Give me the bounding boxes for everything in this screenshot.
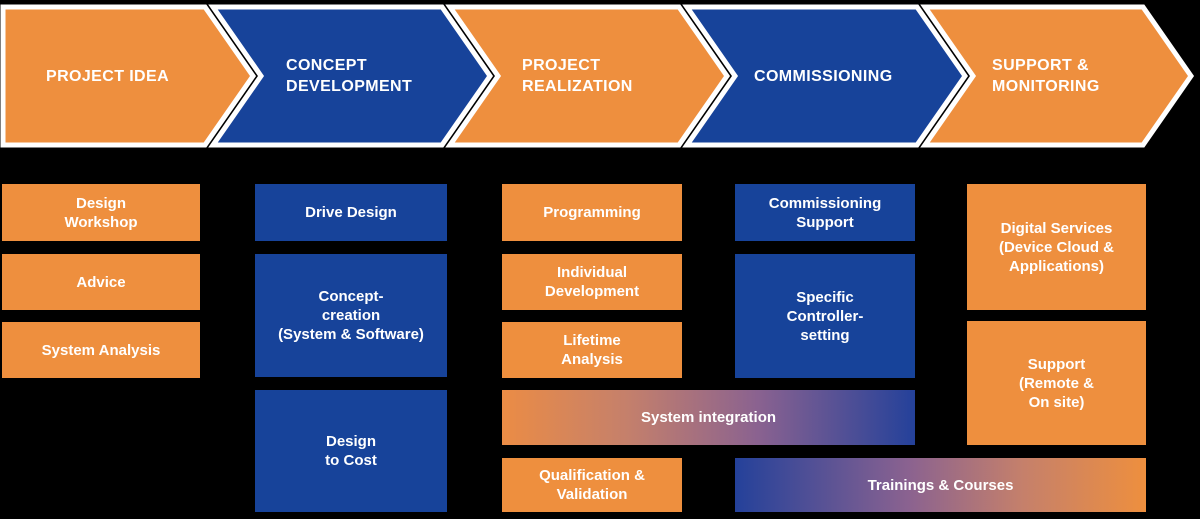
box-drive-design-label: Drive Design	[305, 204, 397, 221]
box-design-workshop: Design Workshop	[2, 184, 200, 241]
bar-system-integration: System integration	[502, 390, 915, 445]
box-design-to-cost: Design to Cost	[255, 390, 447, 512]
stage-arrow-project-idea	[0, 4, 257, 148]
box-design-to-cost-label: Design to Cost	[325, 433, 377, 469]
box-qualification-validation-label: Qualification & Validation	[539, 467, 645, 503]
box-programming: Programming	[502, 184, 682, 241]
box-support-remote-onsite: Support (Remote & On site)	[967, 321, 1146, 445]
box-support-remote-onsite-label: Support (Remote & On site)	[1018, 355, 1094, 411]
stage-arrow-project-realization	[445, 4, 731, 148]
pipeline-arrows-svg	[0, 4, 1195, 148]
box-qualification-validation: Qualification & Validation	[502, 458, 682, 512]
box-digital-services: Digital Services (Device Cloud & Applica…	[967, 184, 1146, 310]
box-commissioning-support: Commissioning Support	[735, 184, 915, 241]
box-advice: Advice	[2, 254, 200, 310]
box-design-workshop-label: Design Workshop	[64, 194, 138, 231]
stage-arrow-commissioning	[682, 4, 969, 148]
pipeline-arrows: PROJECT IDEA CONCEPT DEVELOPMENT PROJECT…	[0, 0, 1200, 152]
box-digital-services-label: Digital Services (Device Cloud & Applica…	[998, 219, 1115, 275]
box-specific-controller-setting-label: Specific Controller- setting	[786, 288, 864, 344]
box-individual-development-label: Individual Development	[544, 264, 640, 300]
box-lifetime-analysis: Lifetime Analysis	[502, 322, 682, 378]
box-individual-development: Individual Development	[502, 254, 682, 310]
box-lifetime-analysis-label: Lifetime Analysis	[561, 332, 623, 368]
box-advice-label: Advice	[76, 273, 126, 291]
box-system-analysis: System Analysis	[2, 322, 200, 378]
box-programming-label: Programming	[543, 204, 641, 221]
stage-arrow-support-monitoring	[920, 4, 1195, 148]
box-specific-controller-setting: Specific Controller- setting	[735, 254, 915, 378]
bar-trainings-courses-label: Trainings & Courses	[867, 476, 1014, 494]
box-commissioning-support-label: Commissioning Support	[768, 194, 882, 231]
box-system-analysis-label: System Analysis	[41, 341, 161, 359]
box-concept-creation: Concept- creation (System & Software)	[255, 254, 447, 377]
stage-arrow-concept-development	[208, 4, 494, 148]
bar-system-integration-label: System integration	[640, 409, 777, 426]
bar-trainings-courses: Trainings & Courses	[735, 458, 1146, 512]
box-concept-creation-label: Concept- creation (System & Software)	[278, 288, 424, 343]
box-drive-design: Drive Design	[255, 184, 447, 241]
